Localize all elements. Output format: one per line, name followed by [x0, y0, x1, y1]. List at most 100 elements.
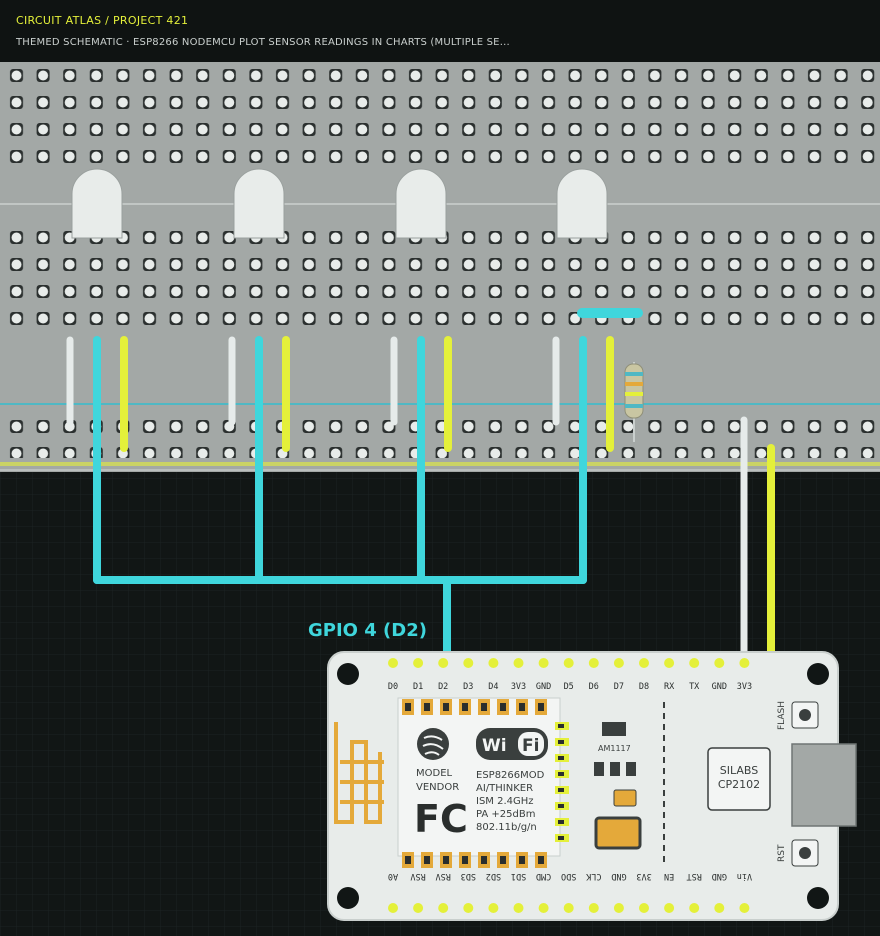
bottom-pin-12[interactable] — [689, 903, 700, 913]
bottom-pin-3[interactable] — [463, 903, 474, 913]
regulator-label: AM1117 — [598, 744, 631, 753]
bottom-pin-label: Vin — [737, 871, 752, 881]
top-pin-11[interactable] — [664, 658, 675, 668]
bottom-pin-10[interactable] — [639, 903, 649, 913]
antenna-icon — [334, 722, 384, 824]
top-pin-2[interactable] — [438, 658, 449, 668]
wifi-logo-text: Wi — [482, 736, 507, 756]
top-pin-3[interactable] — [463, 658, 474, 668]
bottom-pin-13[interactable] — [714, 903, 725, 913]
bottom-pin-label: EN — [664, 871, 674, 881]
top-pin-label: D8 — [639, 682, 649, 692]
bottom-pin-label: CMD — [536, 871, 551, 881]
bottom-pin-4[interactable] — [488, 903, 499, 913]
top-pin-14[interactable] — [739, 658, 750, 668]
pullup-resistor[interactable] — [624, 362, 644, 442]
usb-chip-line2: CP2102 — [718, 778, 760, 791]
bottom-pin-label: 3V3 — [636, 871, 651, 881]
module-castellated-right — [555, 722, 569, 842]
capacitor — [594, 789, 642, 850]
svg-text:Fi: Fi — [522, 736, 539, 756]
reset-button[interactable]: RST — [777, 839, 819, 867]
bottom-pin-label: RSV — [410, 871, 425, 881]
top-pin-6[interactable] — [538, 658, 549, 668]
top-pin-label: D2 — [438, 682, 448, 692]
sensor-3[interactable] — [395, 168, 447, 239]
top-pin-header[interactable] — [388, 658, 750, 668]
breadboard-center-channel — [0, 336, 880, 402]
module-power: PA +25dBm — [476, 809, 535, 820]
bottom-pin-14[interactable] — [739, 903, 750, 913]
top-pin-label: D1 — [413, 682, 423, 692]
sensor-1[interactable] — [71, 168, 123, 239]
top-pin-1[interactable] — [413, 658, 424, 668]
bottom-pin-label: SD3 — [461, 871, 476, 881]
bottom-pin-8[interactable] — [588, 903, 599, 913]
top-pin-label: GND — [536, 682, 551, 692]
bottom-pin-7[interactable] — [563, 903, 574, 913]
top-pin-label: D5 — [564, 682, 574, 692]
module-band: ISM 2.4GHz — [476, 796, 534, 807]
esp8266-module[interactable] — [397, 697, 569, 868]
bottom-pin-header[interactable] — [388, 903, 750, 913]
data-bus-wire[interactable] — [93, 336, 587, 664]
usb-port-icon[interactable] — [791, 743, 857, 827]
flash-button-label: FLASH — [777, 701, 787, 730]
bottom-pin-9[interactable] — [613, 903, 624, 913]
bottom-pin-label: RST — [687, 871, 702, 881]
bottom-pin-11[interactable] — [664, 903, 675, 913]
top-pin-12[interactable] — [689, 658, 700, 668]
bottom-pin-0[interactable] — [388, 903, 398, 913]
top-pin-13[interactable] — [714, 658, 725, 668]
top-pin-10[interactable] — [639, 658, 649, 668]
top-pin-label: GND — [712, 682, 727, 692]
sensor-4[interactable] — [556, 168, 608, 239]
bottom-pin-label: A0 — [388, 871, 398, 881]
module-castellated-bottom — [402, 852, 547, 868]
vendor-label: VENDOR — [416, 782, 459, 793]
top-pin-7[interactable] — [563, 658, 574, 668]
top-pin-label: 3V3 — [737, 682, 752, 692]
bottom-pin-2[interactable] — [438, 903, 449, 913]
top-pin-label: D6 — [589, 682, 599, 692]
top-pin-5[interactable] — [513, 658, 524, 668]
bottom-pin-label: SD2 — [486, 871, 501, 881]
bottom-pin-label: GND — [611, 871, 626, 881]
header-bar: CIRCUIT ATLAS / PROJECT 421 THEMED SCHEM… — [0, 0, 880, 63]
usb-uart-chip: SILABS CP2102 — [707, 747, 771, 811]
top-pin-8[interactable] — [588, 658, 599, 668]
top-pin-4[interactable] — [488, 658, 499, 668]
top-pin-label: D0 — [388, 682, 398, 692]
bottom-pin-1[interactable] — [413, 903, 424, 913]
usb-chip-line1: SILABS — [720, 764, 758, 777]
module-standard: 802.11b/g/n — [476, 822, 537, 833]
bottom-pin-5[interactable] — [513, 903, 524, 913]
sensor-2[interactable] — [233, 168, 285, 239]
top-pin-label: RX — [664, 682, 675, 692]
top-pin-label: 3V3 — [511, 682, 526, 692]
bottom-pin-label: SD1 — [511, 871, 526, 881]
model-label: MODEL — [416, 768, 453, 779]
gpio-wire-label: GPIO 4 (D2) — [308, 620, 427, 641]
wifi-logo-icon: Wi Fi — [476, 728, 548, 760]
power-jumpers[interactable] — [120, 336, 614, 452]
reset-button-label: RST — [777, 844, 787, 862]
bottom-pin-label: RSV — [436, 871, 451, 881]
ground-jumpers[interactable] — [66, 336, 560, 426]
breadcrumb[interactable]: CIRCUIT ATLAS / PROJECT 421 — [16, 14, 189, 27]
espressif-logo-icon — [417, 728, 449, 760]
top-pin-0[interactable] — [388, 658, 398, 668]
top-pin-label: D7 — [614, 682, 624, 692]
flash-button[interactable]: FLASH — [777, 701, 819, 730]
bottom-pin-6[interactable] — [538, 903, 549, 913]
module-castellated-top — [402, 699, 547, 715]
breadboard — [0, 62, 880, 472]
module-vendor: AI/THINKER — [476, 783, 533, 794]
top-pin-9[interactable] — [613, 658, 624, 668]
page-subtitle: THEMED SCHEMATIC · ESP8266 NODEMCU PLOT … — [16, 37, 510, 48]
bottom-pin-label: SDO — [561, 871, 576, 881]
